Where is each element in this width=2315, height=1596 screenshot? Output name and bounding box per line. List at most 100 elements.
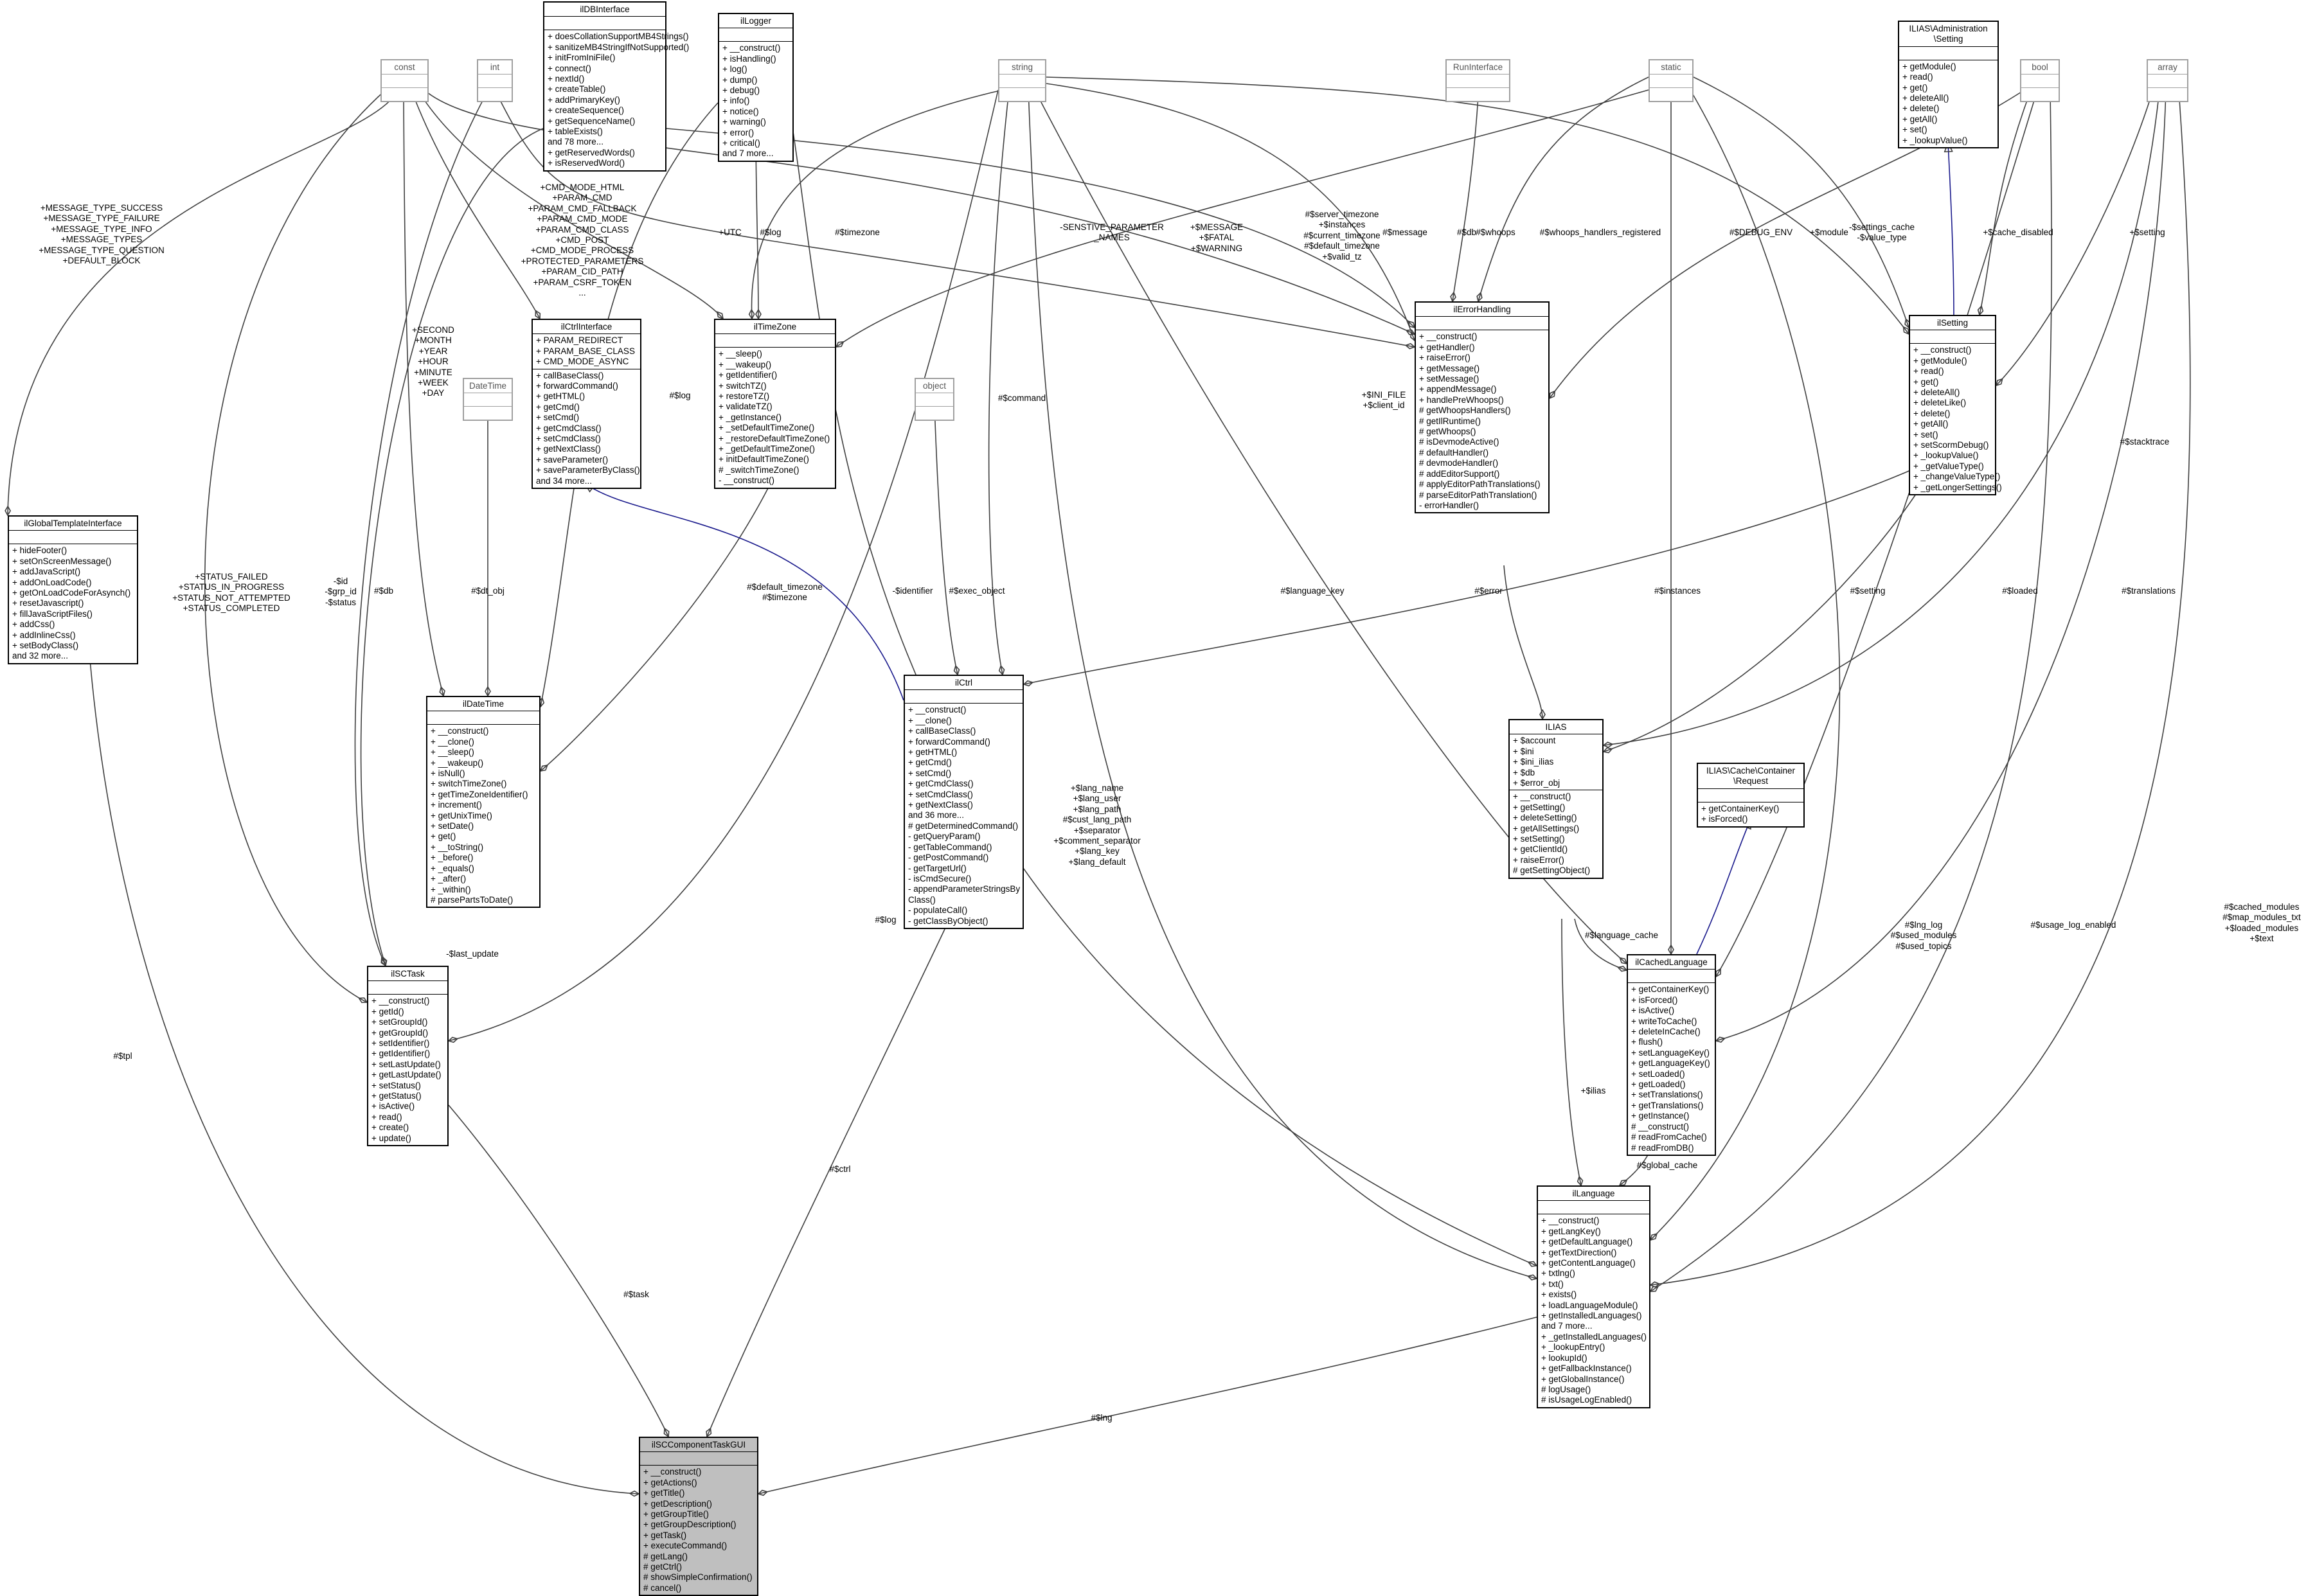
operation: # addEditorSupport()	[1419, 468, 1500, 479]
class-name: ilLanguage	[1538, 1187, 1649, 1201]
edge-label-last-update: -$last_update	[446, 949, 499, 959]
class-name-line: ilDateTime	[462, 699, 504, 709]
operation: # defaultHandler()	[1419, 447, 1489, 457]
class-name-line: ilTimeZone	[753, 322, 797, 332]
class-box-ildbinterface[interactable]: ilDBInterface+ doesCollationSupportMB4St…	[543, 1, 689, 172]
class-box-iltimezone[interactable]: ilTimeZone+ __sleep()+ __wakeup()+ getId…	[714, 319, 836, 489]
class-name: object	[916, 379, 953, 394]
edge-label-line: +STATUS_NOT_ATTEMPTED	[172, 592, 290, 603]
class-box-ilerrorhandling[interactable]: ilErrorHandling+ __construct()+ getHandl…	[1415, 301, 1550, 514]
class-box-ilctrlinterface[interactable]: ilCtrlInterface+ PARAM_REDIRECT+ PARAM_B…	[532, 319, 641, 490]
edge-label-line: +$lang_default	[1068, 856, 1126, 867]
class-box-illanguage[interactable]: ilLanguage+ __construct()+ getLangKey()+…	[1537, 1185, 1650, 1408]
attributes-section	[9, 531, 137, 545]
class-box-ildatetime[interactable]: ilDateTime+ __construct()+ __clone()+ __…	[426, 696, 541, 909]
operation: + setCmd()	[908, 768, 952, 778]
operation: + callBaseClass()	[536, 370, 604, 380]
edge-label-line: +$ilias	[1580, 1086, 1606, 1095]
class-box-static[interactable]: static	[1649, 59, 1694, 103]
edge-label-line: +$module	[1810, 227, 1848, 237]
composition-static-illanguage	[1650, 89, 1841, 1240]
operation: + getCmdClass()	[536, 423, 602, 433]
composition-string-ilsctask	[449, 89, 999, 1041]
operation: # getIlRuntime()	[1419, 416, 1481, 426]
class-name: const	[382, 60, 427, 75]
composition-object-ilctrl	[934, 404, 958, 675]
operations-section: + __construct()+ getActions()+ getTitle(…	[640, 1466, 757, 1595]
class-box-ilglobaltemplateinterface[interactable]: ilGlobalTemplateInterface+ hideFooter()+…	[8, 515, 138, 664]
class-box-datetime[interactable]: DateTime	[463, 378, 513, 421]
operation: + delete()	[1913, 408, 1951, 418]
operation: # isDevmodeActive()	[1419, 437, 1499, 447]
class-name: ilSCTask	[368, 967, 447, 982]
edge-label-global-cache: #$global_cache	[1637, 1160, 1698, 1171]
operation: + isForced()	[1701, 814, 1748, 824]
class-box-string[interactable]: string	[998, 59, 1046, 103]
operation: + _lookupEntry()	[1541, 1342, 1605, 1352]
operation: - errorHandler()	[1419, 500, 1479, 510]
edge-label-debug-env: #$DEBUG_ENV	[1730, 227, 1792, 238]
composition-static-errorhandling	[1478, 76, 1649, 301]
attributes-section	[1628, 970, 1715, 984]
class-box-ilctrl[interactable]: ilCtrl+ __construct()+ __clone()+ callBa…	[904, 675, 1024, 929]
operation: + __sleep()	[431, 747, 474, 758]
operation: + _getInstalledLanguages()	[1541, 1331, 1647, 1342]
operation: + read()	[371, 1112, 402, 1122]
operation: # parseEditorPathTranslation()	[1419, 490, 1537, 500]
class-name: ILIAS	[1510, 720, 1602, 735]
operation: # getLang()	[643, 1551, 688, 1561]
class-box-array[interactable]: array	[2147, 59, 2188, 103]
attributes-section	[640, 1452, 757, 1466]
edge-label-line: +STATUS_FAILED	[195, 572, 268, 581]
operations-section: + doesCollationSupportMB4Strings()+ sani…	[544, 30, 689, 170]
class-box-int[interactable]: int	[477, 59, 513, 103]
composition-errorhandling-ilias	[1503, 565, 1542, 719]
class-box-illogger[interactable]: ilLogger + __construct()+ isHandling()+ l…	[718, 13, 794, 162]
class-box-cacherequest[interactable]: ILIAS\Cache\Container\Request+ getContai…	[1697, 763, 1805, 828]
edge-label-line: +PARAM_CID_PATH	[541, 267, 623, 277]
inheritance-ilsetting-adminsetting	[1948, 143, 1954, 315]
operation: + setGroupId()	[371, 1017, 428, 1027]
class-box-ilcachedlanguage[interactable]: ilCachedLanguage+ getContainerKey()+ isF…	[1627, 954, 1716, 1156]
attribute: + $db	[1513, 767, 1535, 777]
edge-label-default-tz: #$default_timezone#$timezone	[747, 582, 823, 603]
operation: - getClassByObject()	[908, 916, 988, 926]
edge-label-line: +CMD_MODE_HTML	[540, 182, 625, 192]
edge-label-tz-log: #$log	[760, 227, 781, 238]
edge-label-line: +PARAM_CMD_CLASS	[535, 224, 629, 235]
operation: + addJavaScript()	[12, 567, 81, 577]
operations-section	[1447, 88, 1509, 101]
operation: + getTimeZoneIdentifier()	[431, 789, 528, 799]
class-box-object[interactable]: object	[915, 378, 954, 421]
edge-label-ini-file: +$INI_FILE+$client_id	[1362, 390, 1406, 411]
class-box-runinterface[interactable]: RunInterface	[1445, 59, 1510, 103]
class-box-adminsetting[interactable]: ILIAS\Administration\Setting+ getModule(…	[1898, 21, 1999, 149]
operations-section	[382, 88, 427, 101]
operation: + __construct()	[722, 43, 781, 53]
class-box-ilias[interactable]: ILIAS+ $account+ $ini+ $ini_ilias+ $db+ …	[1508, 719, 1604, 879]
operation: + createTable()	[548, 84, 606, 94]
edge-label-line: +CMD_MODE_PROCESS	[530, 245, 634, 256]
class-name-line: ilLogger	[740, 16, 772, 26]
operation: + getActions()	[643, 1477, 697, 1487]
edge-label-line: #$lng	[1091, 1413, 1113, 1423]
edge-label-line: +PARAM_CMD_MODE	[537, 214, 628, 224]
operation: # getDeterminedCommand()	[908, 820, 1019, 831]
class-box-ilsccomponenttaskgui[interactable]: ilSCComponentTaskGUI+ __construct()+ get…	[639, 1437, 758, 1596]
operations-section: + __construct()+ isHandling()+ log()+ du…	[719, 42, 792, 160]
class-name-line: static	[1661, 62, 1681, 72]
class-name: string	[999, 60, 1045, 75]
class-box-ilsctask[interactable]: ilSCTask+ __construct()+ getId()+ setGro…	[367, 966, 449, 1147]
class-box-bool[interactable]: bool	[2020, 59, 2060, 103]
class-box-ilsetting[interactable]: ilSetting+ __construct()+ getModule()+ r…	[1909, 315, 2002, 496]
edge-label-line: -$settings_cache	[1848, 222, 1915, 232]
composition-globaltemplate-gui	[89, 659, 639, 1494]
class-box-const[interactable]: const	[380, 59, 429, 103]
operation: + setCmdClass()	[908, 789, 973, 799]
edge-label-line: #$tpl	[113, 1051, 132, 1061]
operation: # getCtrl()	[643, 1562, 683, 1572]
class-name-line: \Request	[1733, 776, 1769, 786]
composition-static-ilsetting	[1693, 76, 1909, 328]
edge-label-module: +$module	[1810, 227, 1848, 238]
